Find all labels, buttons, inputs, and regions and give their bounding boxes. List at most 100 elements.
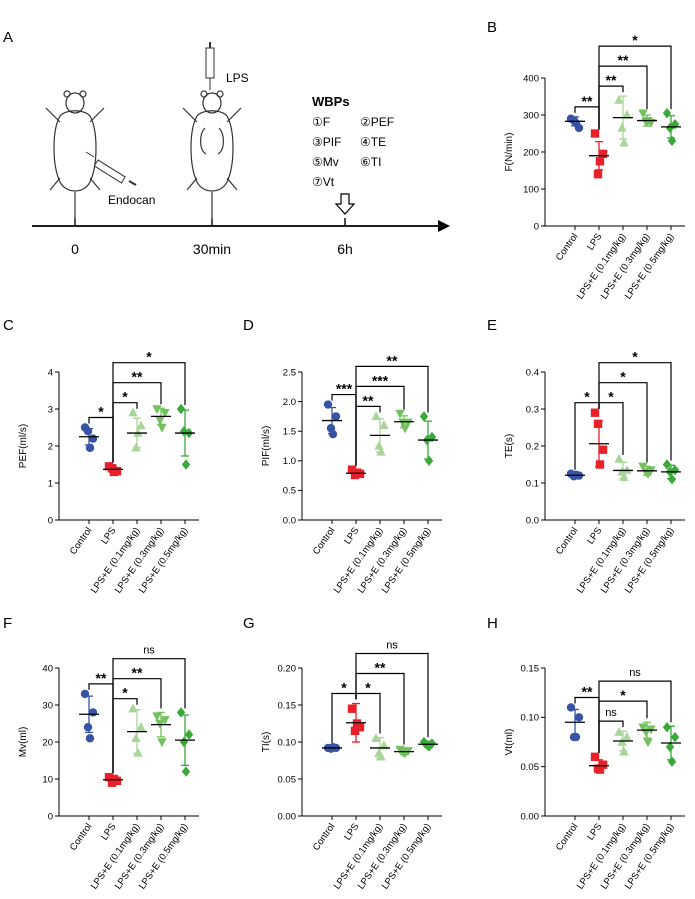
significance-label: ** <box>132 369 143 385</box>
data-point <box>427 738 437 749</box>
y-tick-label: 0.15 <box>521 663 540 674</box>
y-tick-label: 0.00 <box>521 811 540 822</box>
data-point <box>328 429 338 439</box>
significance-label: * <box>122 389 128 405</box>
panel-label-d: D <box>243 317 254 334</box>
timeline-arrowhead <box>438 220 450 232</box>
significance-label: *** <box>372 372 389 388</box>
data-point <box>598 445 608 454</box>
y-tick-label: 2 <box>48 441 53 452</box>
significance-label: ns <box>605 707 617 719</box>
significance-bracket <box>598 362 672 461</box>
data-point <box>352 719 362 728</box>
data-point <box>662 722 672 733</box>
y-axis-label: Mv(ml) <box>18 727 29 758</box>
panel-label-e: E <box>487 317 497 334</box>
data-point <box>379 740 389 750</box>
significance-bracket <box>112 362 186 463</box>
significance-label: ** <box>387 352 398 368</box>
y-tick-label: 400 <box>523 73 539 84</box>
mouse-2-illustration <box>182 90 242 220</box>
y-tick-label: 200 <box>523 147 539 158</box>
data-point <box>160 409 170 418</box>
data-point <box>323 400 333 409</box>
panel-label-f: F <box>3 615 12 632</box>
data-point <box>181 459 191 470</box>
y-tick-label: 0.15 <box>278 700 297 711</box>
data-point <box>83 427 93 436</box>
y-axis-label: Vt(ml) <box>504 729 515 756</box>
data-point <box>665 741 675 753</box>
significance-bracket <box>598 45 672 130</box>
data-point <box>424 741 434 752</box>
data-point <box>622 731 632 741</box>
y-axis-label: TI(s) <box>261 732 272 753</box>
significance-label: * <box>122 685 128 701</box>
y-tick-label: 2.0 <box>283 397 296 408</box>
data-point <box>350 726 360 736</box>
data-point <box>670 731 680 743</box>
significance-label: ** <box>96 670 107 686</box>
data-point <box>109 774 119 784</box>
x-tick-label: Control <box>311 821 338 852</box>
data-point <box>595 157 605 166</box>
data-point <box>88 708 98 717</box>
significance-bracket <box>598 680 672 753</box>
data-point <box>619 746 629 756</box>
timeline-label-30min: 30min <box>193 241 231 257</box>
significance-label: ns <box>629 667 641 679</box>
lps-label: LPS <box>226 71 249 85</box>
data-point <box>398 418 408 428</box>
x-tick-label: Control <box>554 525 581 556</box>
x-tick-label: Control <box>554 231 581 262</box>
significance-bracket <box>88 683 114 774</box>
data-point <box>85 734 95 743</box>
data-point <box>176 403 186 415</box>
data-point <box>638 109 648 119</box>
x-tick-label: Control <box>68 525 95 556</box>
data-point <box>665 122 675 134</box>
wbp-item-ti: ⑥TI <box>360 155 381 169</box>
panel-label-g: G <box>243 615 255 632</box>
y-tick-label: 0 <box>48 811 53 822</box>
y-tick-label: 30 <box>42 700 53 711</box>
y-tick-label: 0 <box>48 515 53 526</box>
y-tick-label: 3 <box>48 404 53 415</box>
panel-label-a: A <box>3 29 13 46</box>
data-point <box>662 107 672 119</box>
wbp-item-f: ①F <box>312 115 330 129</box>
data-point <box>376 751 386 761</box>
data-point <box>619 472 629 482</box>
significance-bracket <box>331 393 357 466</box>
data-point <box>85 443 95 453</box>
y-tick-label: 100 <box>523 184 539 195</box>
experiment-schematic: 0 30min 6h Endocan <box>32 42 450 257</box>
wbp-item-te: ④TE <box>360 135 386 149</box>
x-tick-label: LPS <box>585 821 604 842</box>
data-point <box>643 470 653 479</box>
x-tick-label: LPS <box>99 821 118 842</box>
panel-label-h: H <box>487 615 498 632</box>
data-point <box>152 405 162 415</box>
significance-label: * <box>341 680 347 696</box>
significance-label: ** <box>582 683 593 699</box>
data-point <box>667 474 677 485</box>
y-axis-label: PEF(ml/s) <box>18 424 29 468</box>
data-point <box>83 723 93 732</box>
data-point <box>155 416 165 426</box>
significance-label: ns <box>143 645 155 657</box>
y-tick-label: 2.5 <box>283 367 296 378</box>
data-point <box>347 465 357 474</box>
significance-label: ** <box>582 93 593 109</box>
data-point <box>181 766 191 777</box>
y-axis-label: F(N/min) <box>504 133 515 172</box>
data-point <box>157 423 167 433</box>
x-tick-label: Control <box>311 525 338 556</box>
y-tick-label: 4 <box>48 367 53 378</box>
